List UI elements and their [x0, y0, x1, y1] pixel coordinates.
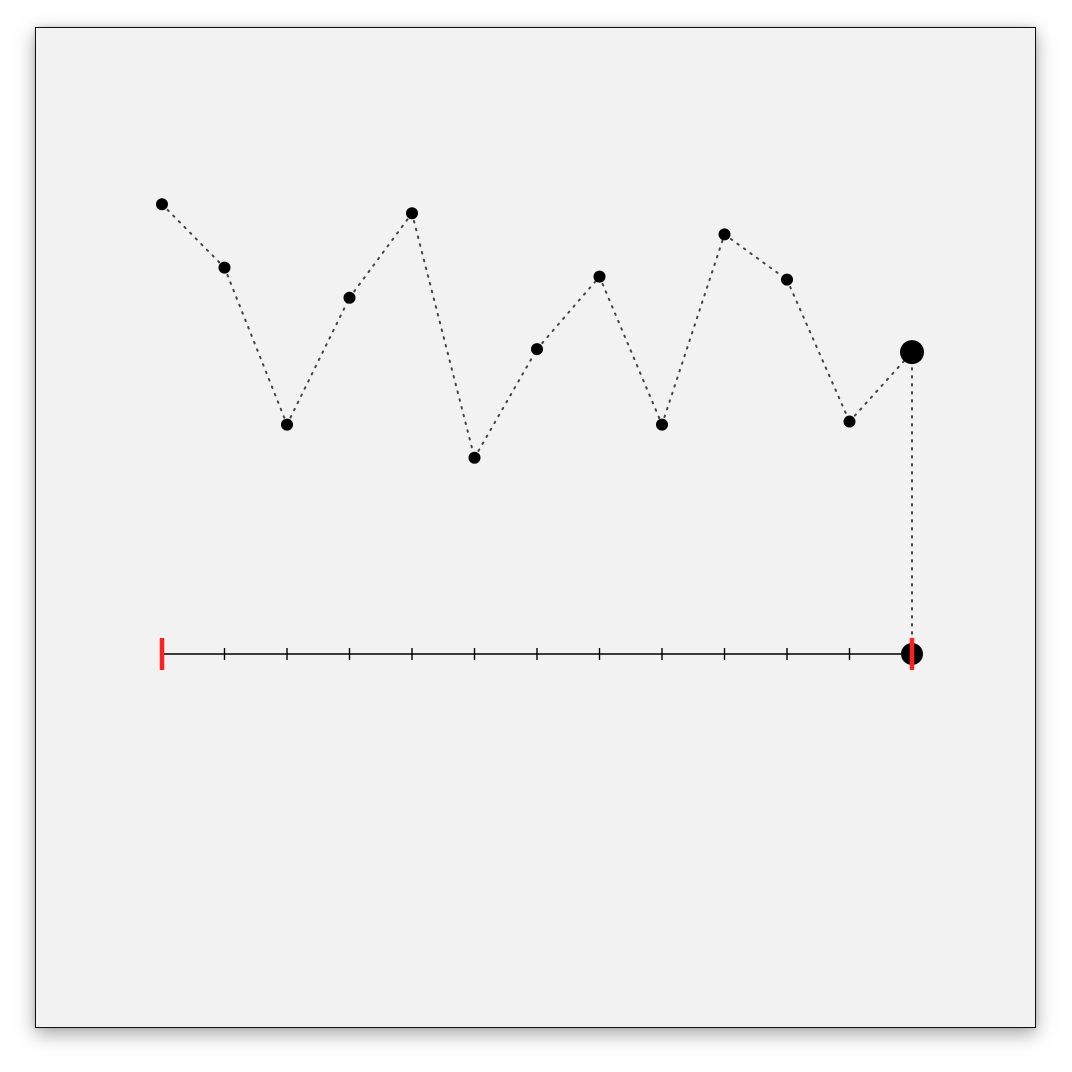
connector-line [473, 348, 538, 459]
connector-line [786, 278, 851, 423]
data-point [156, 198, 168, 211]
data-point [781, 273, 793, 286]
connector-line [661, 233, 726, 426]
data-point [656, 418, 668, 431]
connector-line [723, 233, 788, 281]
connector-lines [161, 203, 913, 655]
data-point [593, 270, 606, 283]
chart-plot-area [156, 198, 924, 670]
timeline-axis [159, 638, 923, 670]
connector-line [598, 275, 663, 426]
data-point [343, 291, 356, 304]
connector-line [161, 203, 226, 269]
connector-line [223, 266, 288, 426]
highlighted-data-point [900, 340, 924, 365]
data-point [531, 343, 543, 356]
connector-line [536, 275, 601, 351]
data-point [281, 418, 293, 431]
data-point [468, 451, 481, 464]
connector-line [411, 212, 476, 459]
data-point [406, 207, 418, 220]
chart-frame [35, 27, 1036, 1028]
connector-line [348, 212, 413, 299]
data-point [843, 415, 856, 428]
data-points [156, 198, 924, 464]
data-point [218, 261, 231, 274]
data-point [718, 228, 731, 241]
connector-line [848, 351, 913, 423]
connector-line [286, 296, 351, 426]
